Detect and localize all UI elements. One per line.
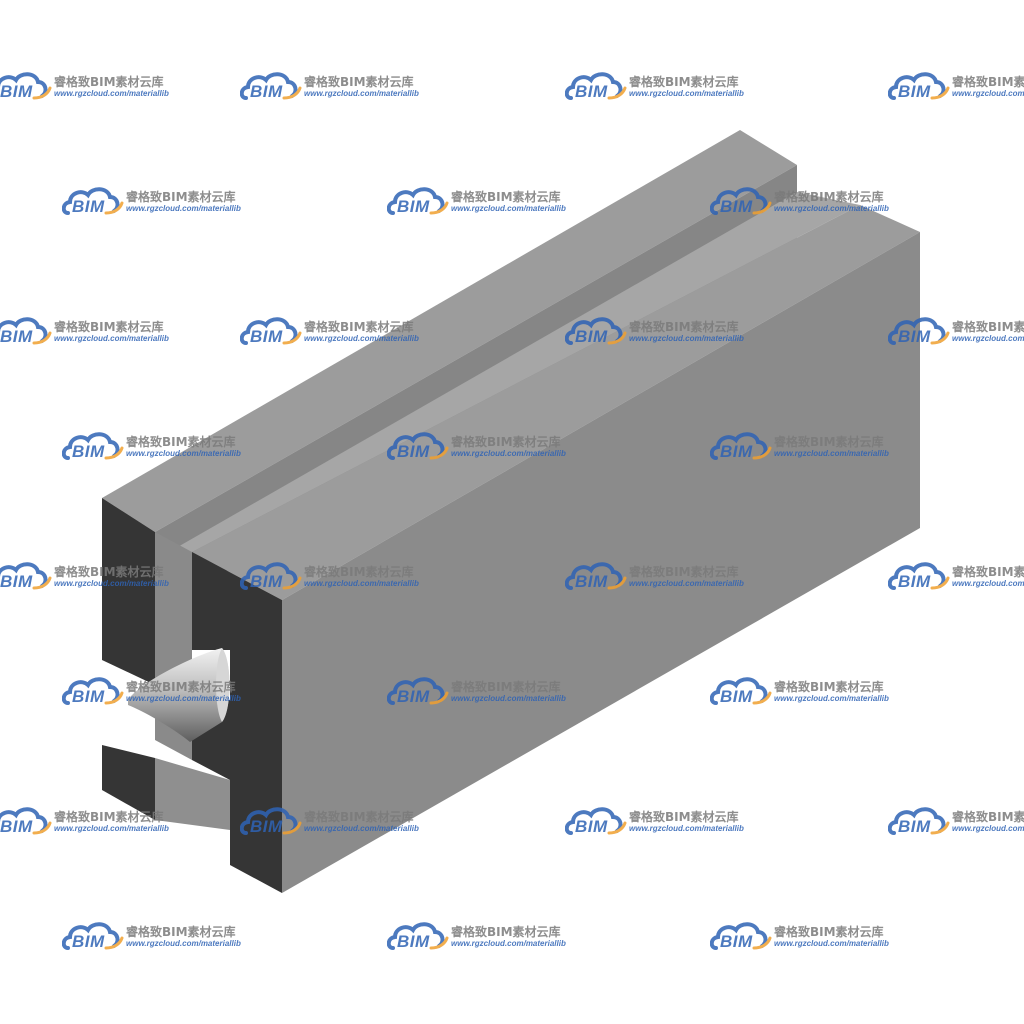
slot-floor-face	[155, 192, 860, 560]
back-rail-end-lower-face	[102, 745, 155, 820]
pin-end-cap	[216, 648, 230, 722]
front-rail-top-face	[192, 205, 920, 600]
back-rail-lower-block	[155, 758, 230, 830]
back-rail-top-face	[102, 130, 797, 532]
pin-cylinder	[128, 648, 230, 742]
back-rail-end-face	[102, 498, 155, 685]
